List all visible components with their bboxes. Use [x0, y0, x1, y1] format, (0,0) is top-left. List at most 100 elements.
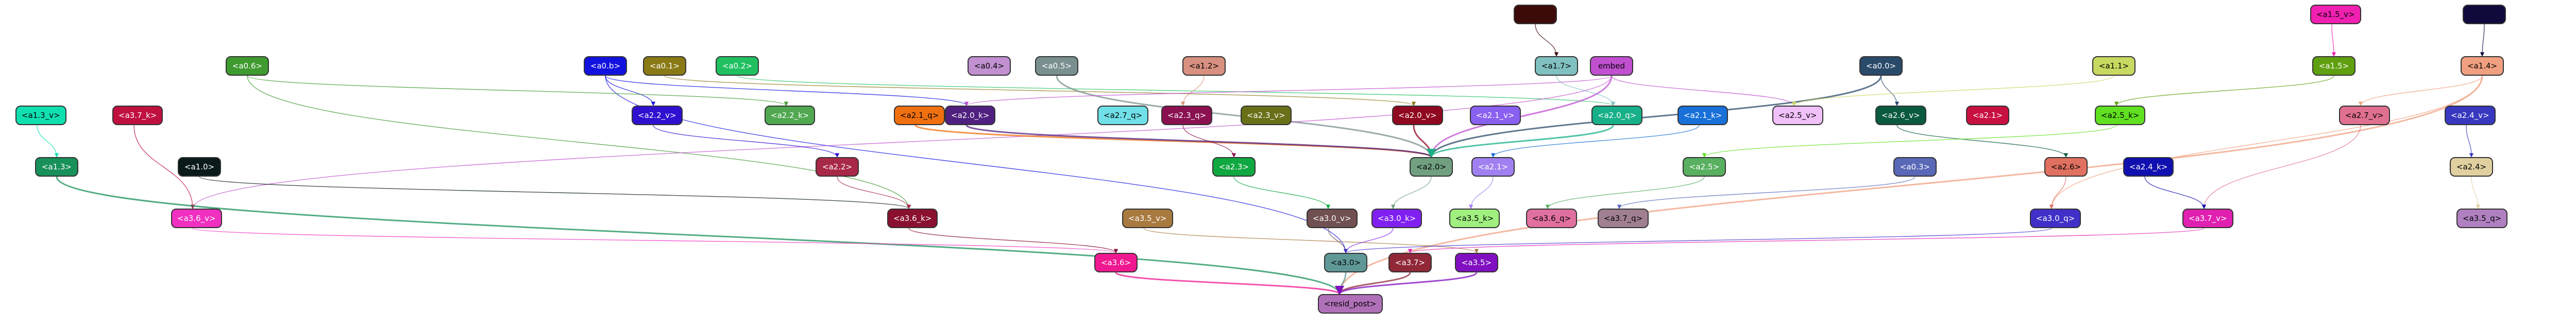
node-a0-0[interactable]: <a0.0> — [1859, 56, 1903, 76]
edge-a2-7-v-to-a3-7-v — [2201, 125, 2361, 209]
node-a2-5-k[interactable]: <a2.5_k> — [2095, 106, 2146, 125]
edge-top-navy-to-a1-4 — [2480, 24, 2485, 57]
edge-a2-2-v-to-a2-2 — [653, 125, 840, 158]
node-a2-4[interactable]: <a2.4> — [2450, 157, 2493, 177]
node-a0-6[interactable]: <a0.6> — [226, 56, 269, 76]
node-a3-0-v[interactable]: <a3.0_v> — [1307, 209, 1358, 228]
node-a1-3-v[interactable]: <a1.3_v> — [15, 106, 66, 125]
edge-a2-6-to-a3-0-q — [2049, 176, 2066, 209]
edge-a3-7-v-to-a3-7 — [1408, 228, 2205, 253]
node-a1-5-v-top[interactable]: <a1.5_v> — [2310, 5, 2361, 24]
edge-a2-1-k-to-a2-1b — [1490, 125, 1700, 158]
node-a2-1b[interactable]: <a2.1> — [1471, 157, 1515, 177]
node-a3-5-v[interactable]: <a3.5_v> — [1122, 209, 1173, 228]
edge-a0-3-to-a3-7-q — [1617, 176, 1916, 209]
edge-a2-0-k-to-a2-0 — [965, 124, 1436, 158]
node-a2-1[interactable]: <a2.1> — [1966, 106, 2009, 125]
edge-a1-3-v-to-a1-3 — [37, 125, 59, 158]
edge-top-dark-red-to-a1-7 — [1535, 24, 1559, 57]
node-a3-5[interactable]: <a3.5> — [1455, 253, 1498, 272]
edge-a0-b-to-a2-0-k — [605, 75, 969, 106]
edge-a0-0-to-a2-0 — [1427, 75, 1882, 158]
edge-a2-5-k-to-a2-5 — [1702, 125, 2117, 158]
edge-a2-3-q-to-a2-3 — [1182, 125, 1236, 158]
node-a2-2-v[interactable]: <a2.2_v> — [632, 106, 683, 125]
edge-a1-5-v-top-to-a1-5 — [2331, 24, 2336, 57]
edge-a2-0-q-to-a2-0 — [1427, 125, 1614, 158]
node-resid-post[interactable]: <resid_post> — [1318, 294, 1383, 314]
node-a3-6-v[interactable]: <a3.6_v> — [171, 209, 222, 228]
edge-a2-4-v-to-a2-4 — [2466, 125, 2474, 158]
edge-a0-1-to-a2-0-v — [664, 75, 1416, 106]
node-a0-3[interactable]: <a0.3> — [1893, 157, 1937, 177]
edge-a1-4-to-a3-0-q — [2049, 75, 2483, 209]
node-a3-0-k[interactable]: <a3.0_k> — [1371, 209, 1422, 228]
node-a0-b[interactable]: <a0.b> — [584, 56, 627, 76]
node-a3-5-q[interactable]: <a3.5_q> — [2456, 209, 2508, 228]
node-a3-5-k[interactable]: <a3.5_k> — [1449, 209, 1500, 228]
node-a2-1-k[interactable]: <a2.1_k> — [1677, 106, 1728, 125]
node-a0-2[interactable]: <a0.2> — [716, 56, 759, 76]
node-a2-3-q[interactable]: <a2.3_q> — [1161, 106, 1213, 125]
edge-a2-0-to-a3-0-k — [1391, 176, 1432, 209]
node-a1-4[interactable]: <a1.4> — [2461, 56, 2504, 76]
node-a3-6[interactable]: <a3.6> — [1094, 253, 1138, 272]
node-a2-0-q[interactable]: <a2.0_q> — [1591, 106, 1643, 125]
node-a3-6-q[interactable]: <a3.6_q> — [1526, 209, 1578, 228]
node-a3-7-q[interactable]: <a3.7_q> — [1598, 209, 1649, 228]
edge-a3-6-k-to-a3-6 — [908, 228, 1118, 253]
edge-a1-1-to-a2-5-v — [1791, 75, 2114, 106]
edge-embed-to-a2-5-v — [1611, 75, 1797, 106]
node-a1-1[interactable]: <a1.1> — [2092, 56, 2136, 76]
node-a1-5[interactable]: <a1.5> — [2312, 56, 2355, 76]
node-a3-7-k[interactable]: <a3.7_k> — [112, 106, 163, 125]
node-a2-1-v[interactable]: <a2.1_v> — [1470, 106, 1521, 125]
node-a3-6-k[interactable]: <a3.6_k> — [887, 209, 938, 228]
node-a1-7[interactable]: <a1.7> — [1535, 56, 1578, 76]
node-a3-7[interactable]: <a3.7> — [1388, 253, 1432, 272]
node-a2-3[interactable]: <a2.3> — [1212, 157, 1256, 177]
node-a2-4-v[interactable]: <a2.4_v> — [2445, 106, 2496, 125]
node-a2-0-v[interactable]: <a2.0_v> — [1392, 106, 1443, 125]
node-a2-6-v[interactable]: <a2.6_v> — [1875, 106, 1926, 125]
node-a2-7-v[interactable]: <a2.7_v> — [2339, 106, 2390, 125]
node-a2-7-q[interactable]: <a2.7_q> — [1097, 106, 1149, 125]
edge-a0-b-to-a2-2-v — [605, 75, 656, 106]
edge-a3-6-v-to-a3-6 — [192, 228, 1118, 253]
edge-a2-2-to-a3-6-k — [837, 176, 911, 209]
edge-a0-0-to-a2-6-v — [1880, 75, 1900, 106]
node-a1-2[interactable]: <a1.2> — [1182, 56, 1226, 76]
node-top-dark-red[interactable] — [1514, 5, 1557, 24]
node-a2-3-v[interactable]: <a2.3_v> — [1241, 106, 1292, 125]
edge-a2-1b-to-a3-5-k — [1468, 176, 1494, 209]
node-a3-0-q[interactable]: <a3.0_q> — [2030, 209, 2081, 228]
node-top-navy[interactable] — [2463, 5, 2506, 24]
edge-a1-0-to-a3-6-k — [199, 176, 911, 209]
edge-a2-4-to-a3-5-q — [2471, 176, 2481, 209]
node-a3-7-v[interactable]: <a3.7_v> — [2182, 209, 2233, 228]
node-a2-5[interactable]: <a2.5> — [1683, 157, 1726, 177]
edge-a3-7-k-to-a3-6-v — [133, 125, 195, 209]
node-a2-1-q[interactable]: <a2.1_q> — [894, 106, 945, 125]
edge-a1-4-to-a2-7-v — [2358, 75, 2483, 106]
node-a1-3[interactable]: <a1.3> — [35, 157, 78, 177]
node-a0-5[interactable]: <a0.5> — [1035, 56, 1078, 76]
node-a2-2[interactable]: <a2.2> — [816, 157, 859, 177]
node-a2-5-v[interactable]: <a2.5_v> — [1772, 106, 1823, 125]
node-a2-0[interactable]: <a2.0> — [1410, 157, 1453, 177]
edge-a0-6-to-a3-6-k — [247, 75, 911, 209]
node-a2-0-k[interactable]: <a2.0_k> — [945, 106, 996, 125]
edge-a1-2-to-a2-3-q — [1180, 75, 1205, 106]
node-embed[interactable]: embed — [1590, 56, 1633, 76]
node-a2-4-k[interactable]: <a2.4_k> — [2123, 157, 2174, 177]
node-a0-4[interactable]: <a0.4> — [968, 56, 1011, 76]
node-a2-2-k[interactable]: <a2.2_k> — [765, 106, 816, 125]
edge-a3-6-to-resid-post — [1115, 271, 1344, 295]
edge-a0-2-to-a2-0-q — [737, 75, 1615, 106]
node-a3-0[interactable]: <a3.0> — [1324, 253, 1367, 272]
node-a0-1[interactable]: <a0.1> — [643, 56, 686, 76]
node-a2-6[interactable]: <a2.6> — [2044, 157, 2088, 177]
node-a1-0[interactable]: <a1.0> — [178, 157, 221, 177]
edge-embed-to-a2-0 — [1427, 75, 1613, 158]
